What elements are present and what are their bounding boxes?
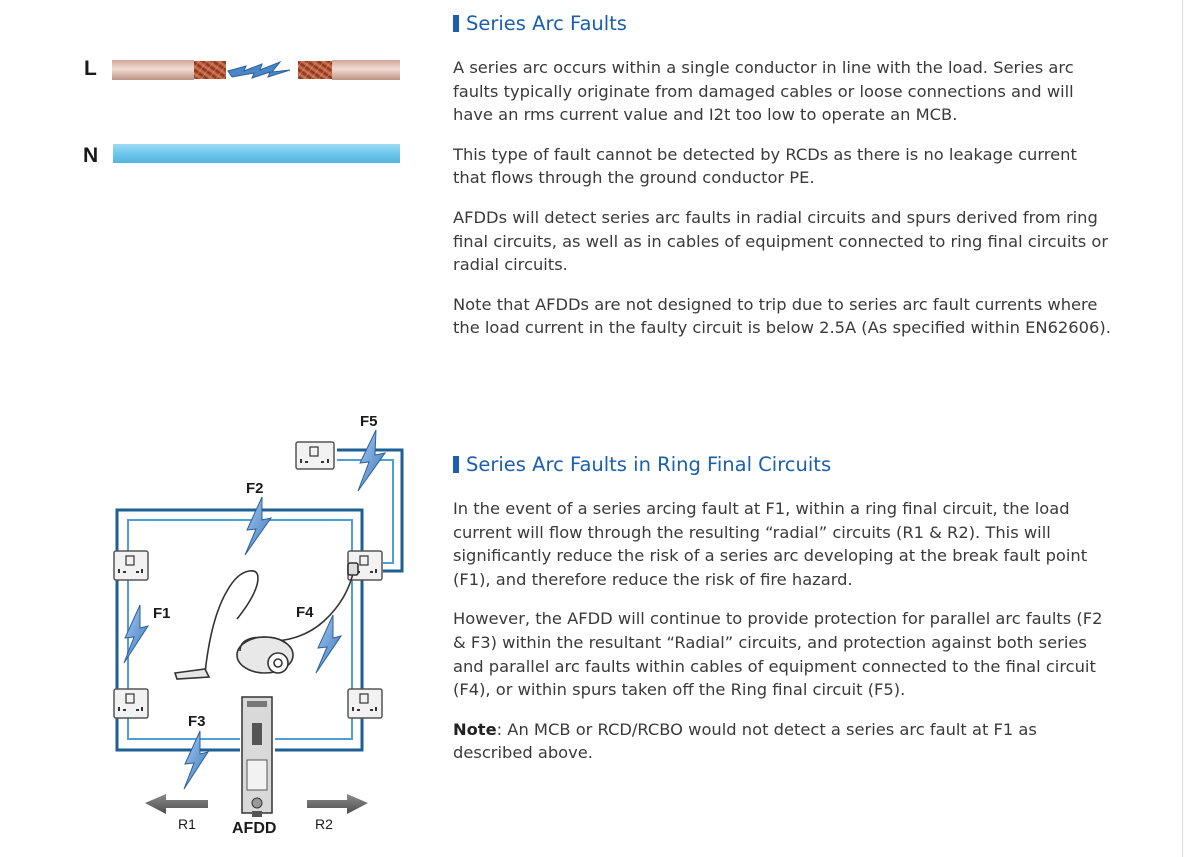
- afdd-device-icon: [241, 696, 273, 817]
- fault-f4-lightning-icon: [315, 614, 343, 674]
- heading-bar-icon: [453, 455, 459, 473]
- radial-r1-label: R1: [178, 816, 196, 832]
- line-conductor-label: L: [84, 57, 97, 80]
- ring-note: Note: An MCB or RCD/RCBO would not detec…: [453, 718, 1113, 765]
- afdd-label: AFDD: [232, 820, 277, 837]
- series-arc-faults-title: Series Arc Faults: [466, 11, 627, 35]
- fault-f1-lightning-icon: [123, 604, 150, 664]
- fault-f2-lightning-icon: [244, 496, 273, 556]
- neutral-wire: [113, 144, 400, 163]
- ring-circuit-diagram: F5 F2 F1 F4 F3 R1 R2 AFDD: [100, 405, 420, 850]
- line-insulation-left: [112, 60, 194, 80]
- ring-wiring: [115, 448, 404, 752]
- arrow-right-icon: [307, 794, 368, 814]
- series-arc-faults-section: Series Arc Faults A series arc occurs wi…: [453, 9, 1113, 356]
- fault-f1-label: F1: [153, 605, 171, 622]
- ring-paragraph-2: However, the AFDD will continue to provi…: [453, 609, 1103, 700]
- fault-f3-label: F3: [188, 713, 206, 730]
- ring-final-circuits-heading: Series Arc Faults in Ring Final Circuits: [453, 450, 1113, 478]
- double-socket-icon: [113, 688, 149, 719]
- fault-f2-label: F2: [246, 480, 264, 497]
- ring-final-circuits-section: Series Arc Faults in Ring Final Circuits…: [453, 450, 1113, 781]
- ring-final-circuits-title: Series Arc Faults in Ring Final Circuits: [466, 452, 832, 476]
- line-copper-left: [194, 61, 226, 79]
- fault-f3-lightning-icon: [183, 730, 210, 790]
- series-arc-icon: [227, 60, 291, 79]
- line-insulation-right: [332, 60, 400, 80]
- series-paragraph-3: AFDDs will detect series arc faults in r…: [453, 207, 1109, 275]
- arrow-left-icon: [145, 794, 208, 814]
- ring-circuit-drawing: [113, 429, 404, 817]
- series-paragraph-2: This type of fault cannot be detected by…: [453, 144, 1077, 188]
- page-edge-divider: [1182, 0, 1183, 857]
- vacuum-cleaner-icon: [173, 562, 359, 680]
- conductor-wires: [112, 60, 400, 163]
- conductor-illustration: L N: [0, 0, 440, 200]
- series-paragraph-4: Note that AFDDs are not designed to trip…: [453, 294, 1111, 338]
- neutral-conductor-label: N: [83, 144, 99, 167]
- heading-bar-icon: [453, 14, 459, 32]
- radial-r2-label: R2: [315, 816, 333, 832]
- fault-f5-label: F5: [360, 413, 378, 430]
- double-socket-icon: [295, 441, 335, 470]
- double-socket-icon: [347, 688, 383, 719]
- note-label: Note: [453, 719, 497, 739]
- note-text: : An MCB or RCD/RCBO would not detect a …: [453, 719, 1037, 763]
- series-paragraph-1: A series arc occurs within a single cond…: [453, 58, 1074, 125]
- fault-f5-lightning-icon: [357, 429, 387, 492]
- fault-f4-label: F4: [296, 604, 314, 621]
- line-copper-right: [298, 61, 332, 79]
- series-arc-faults-heading: Series Arc Faults: [453, 9, 1113, 37]
- double-socket-icon: [113, 550, 149, 581]
- ring-paragraph-1: In the event of a series arcing fault at…: [453, 499, 1088, 589]
